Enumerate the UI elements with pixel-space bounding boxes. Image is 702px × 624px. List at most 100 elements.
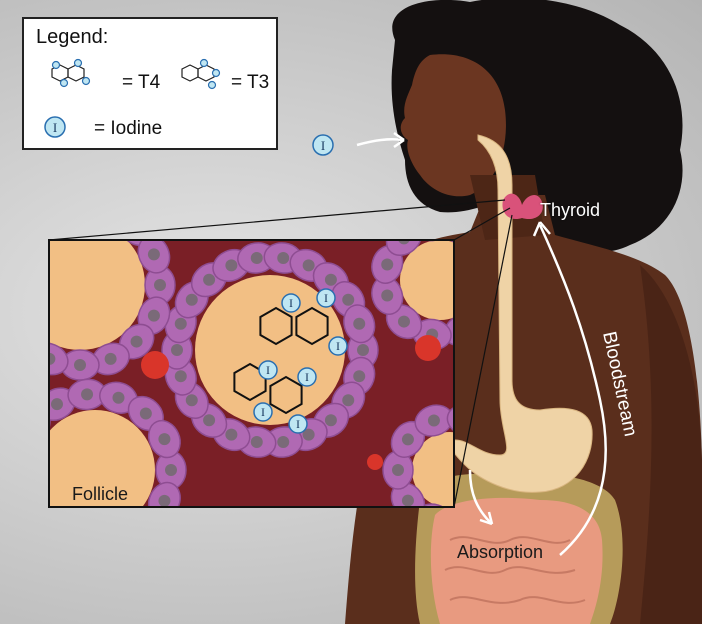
iodine-atom [253, 402, 273, 422]
cell-nucleus [398, 240, 410, 245]
thyroid-gland [502, 193, 543, 220]
cell-nucleus [165, 464, 177, 476]
legend-t4-label: = T4 [122, 72, 161, 93]
iodine-atom [281, 293, 301, 313]
follicle-cell [122, 503, 170, 551]
cell-nucleus [426, 220, 438, 232]
cell-nucleus [353, 317, 366, 330]
cell-nucleus [0, 279, 6, 291]
cell-nucleus [112, 536, 124, 548]
cell-nucleus [174, 370, 187, 383]
cell-nucleus [51, 398, 63, 411]
iodine-atom [297, 367, 317, 387]
follicle-cell [67, 529, 108, 563]
cell-nucleus [140, 520, 152, 532]
cell-nucleus [43, 205, 55, 217]
cell-nucleus [104, 352, 117, 365]
follicle-cell [96, 522, 141, 562]
iodine-symbol: I [324, 291, 328, 305]
follicle-cell [414, 503, 454, 507]
legend-icons: I [44, 58, 221, 138]
thyroid-label: Thyroid [540, 200, 601, 220]
iodine-atom [258, 360, 278, 380]
follicle-label: Follicle [72, 484, 129, 504]
iodine-symbol: I [305, 370, 309, 384]
follicle-cell [0, 204, 47, 252]
cell-nucleus [171, 344, 183, 356]
follicle-cell [2, 464, 39, 507]
legend-box: Legend: I = T4 = T3 = Iodine [22, 17, 278, 150]
follicle-cell [61, 190, 99, 220]
follicle-cell [0, 231, 27, 278]
follicle-cell [385, 240, 423, 257]
cell-nucleus [158, 494, 171, 507]
cell-nucleus [203, 414, 216, 427]
follicle-cell [26, 190, 73, 232]
cell-nucleus [154, 279, 166, 291]
cell-nucleus [28, 419, 40, 431]
cell-nucleus [397, 315, 410, 328]
cell-nucleus [250, 251, 263, 264]
cell-nucleus [302, 428, 315, 441]
follicle-cell [0, 292, 27, 339]
cell-nucleus [147, 309, 160, 322]
cell-nucleus [130, 335, 143, 348]
iodine-atom [288, 414, 308, 434]
cell-nucleus [139, 407, 152, 420]
cell-nucleus [17, 336, 29, 348]
cell-nucleus [105, 205, 117, 217]
cell-nucleus [401, 494, 414, 507]
cell-nucleus [17, 222, 29, 234]
cell-nucleus [203, 273, 216, 286]
svg-text:I: I [53, 120, 57, 135]
t4-molecule-icon [51, 58, 91, 88]
legend-iodine-label: = Iodine [94, 118, 163, 139]
iodine-atom [316, 288, 336, 308]
iodine-symbol: I [261, 405, 265, 419]
cell-nucleus [381, 289, 394, 302]
cell-nucleus [381, 258, 394, 271]
cell-nucleus [225, 259, 238, 272]
cell-nucleus [74, 359, 86, 371]
cell-nucleus [15, 448, 27, 460]
cell-nucleus [277, 251, 290, 264]
intestine-folds [444, 536, 586, 604]
iodine-symbol: I [336, 339, 340, 353]
cell-nucleus [112, 391, 125, 404]
follicle-cell [446, 404, 454, 437]
cell-nucleus [0, 310, 12, 322]
cell-nucleus [15, 480, 27, 492]
cell-nucleus [357, 344, 369, 356]
follicle-cell [0, 318, 47, 366]
cell-nucleus [277, 436, 290, 449]
cell-nucleus [81, 540, 93, 552]
cell-nucleus [302, 259, 315, 272]
small-intestine [430, 497, 603, 624]
iodine-icon: I [44, 116, 66, 138]
iodine-symbol: I [289, 296, 293, 310]
iodine-symbol: I [296, 417, 300, 431]
cell-nucleus [81, 388, 94, 401]
cell-nucleus [324, 414, 337, 427]
hexagon-ring [295, 306, 329, 346]
follicle-cell [87, 190, 134, 232]
legend-title: Legend: [36, 26, 109, 48]
cell-nucleus [342, 293, 355, 306]
cell-nucleus [28, 509, 40, 521]
hexagon-ring [269, 375, 303, 415]
intake-arrow [356, 137, 403, 147]
cell-nucleus [74, 199, 86, 211]
face [400, 54, 506, 197]
torso-shadow [640, 265, 702, 624]
iodine-atom: I [312, 134, 334, 156]
cell-nucleus [158, 433, 171, 446]
cell-nucleus [401, 433, 414, 446]
cell-nucleus [324, 273, 337, 286]
follicle-cell [0, 266, 15, 304]
cell-nucleus [392, 464, 404, 476]
cell-nucleus [185, 394, 198, 407]
zoom-lines [48, 199, 513, 508]
follicle-cell [2, 432, 39, 475]
